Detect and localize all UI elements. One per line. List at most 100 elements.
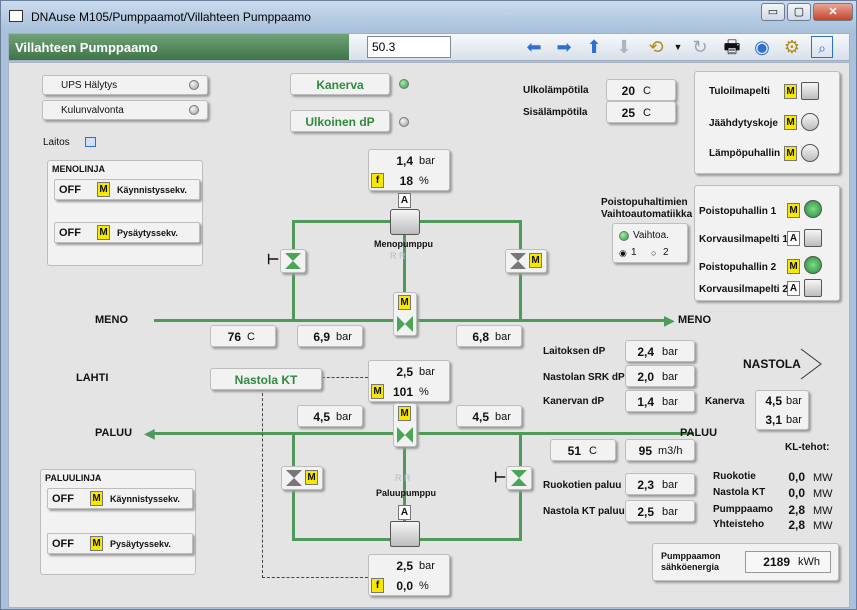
stop-seq-label: Pysäytyssekv.	[110, 539, 171, 549]
paluu-left-valve[interactable]: M	[281, 466, 323, 490]
poistopuhallin1-mode[interactable]: M	[787, 203, 800, 218]
valve-mode: M	[305, 470, 318, 485]
paluu-right-valve[interactable]	[506, 466, 532, 490]
tuloilmapelti-mode[interactable]: M	[784, 84, 797, 99]
close-button[interactable]: ✕	[813, 3, 853, 21]
paluupumppu-pressure: 2,5	[396, 559, 413, 573]
bar-unit: bar	[662, 346, 678, 358]
kanerva-dp-box: 1,4 bar	[625, 390, 695, 412]
ulkoinen-dp-button[interactable]: Ulkoinen dP	[290, 110, 390, 132]
meno-temp-box: 76 C	[210, 325, 276, 347]
ups-alarm-button[interactable]: UPS Hälytys	[42, 75, 208, 95]
fan-icon[interactable]	[801, 144, 819, 162]
damper-icon[interactable]	[801, 82, 819, 100]
kl-row-value: 2,8	[788, 518, 805, 532]
bar-unit: bar	[662, 396, 678, 408]
poistopuhallin2-mode[interactable]: M	[787, 259, 800, 274]
back-arrow-icon[interactable]: ⬅	[526, 37, 542, 57]
camera-icon[interactable]: ◉	[754, 37, 770, 57]
ulko-temp-unit: C	[643, 85, 651, 97]
manual-badge: M	[97, 225, 110, 240]
off-status: OFF	[59, 184, 81, 196]
ruokotien-paluu-value: 2,3	[637, 478, 654, 492]
meno-p2-value: 6,8	[472, 330, 489, 344]
meno-left-valve[interactable]	[280, 249, 306, 273]
laitos-window-icon[interactable]	[85, 137, 96, 147]
settings-icon[interactable]: ⚙	[783, 37, 801, 57]
lampopuhallin-mode[interactable]: M	[784, 146, 797, 161]
menopumppu-mode[interactable]: A	[398, 193, 411, 208]
ulko-temp-label: Ulkolämpötila	[523, 85, 589, 96]
fan-icon[interactable]	[804, 256, 822, 274]
valve-icon	[286, 470, 302, 486]
option-2-radio[interactable]: ○	[651, 248, 657, 258]
tuloilmapelti-label: Tuloilmapelti	[709, 86, 770, 97]
fan-icon[interactable]	[801, 113, 819, 131]
window-title: DNAuse M105/Pumppaamot/Villahteen Pumppa…	[31, 10, 311, 24]
valve-icon	[285, 253, 301, 269]
paluupumppu-rr: R R	[395, 473, 411, 483]
kl-row-unit: MW	[813, 520, 833, 532]
kanerva-pressure-2: 3,1	[765, 413, 782, 427]
valve-mode: M	[529, 253, 542, 268]
stop-seq-label: Pysäytyssekv.	[117, 228, 178, 238]
minimize-button[interactable]: ▭	[761, 3, 785, 21]
bar-unit: bar	[786, 414, 802, 426]
paluulinja-stop-seq[interactable]: OFF M Pysäytyssekv.	[47, 533, 193, 554]
pump-icon[interactable]	[390, 209, 420, 235]
up-arrow-icon[interactable]: ⬆	[586, 37, 602, 57]
damper-icon[interactable]	[804, 279, 822, 297]
laitos-dp-label: Laitoksen dP	[543, 346, 606, 357]
print-icon[interactable]: 🖶	[723, 37, 741, 57]
kulunvalvonta-button[interactable]: Kulunvalvonta	[42, 100, 208, 120]
kanerva-pressure-1: 4,5	[765, 394, 782, 408]
history-dropdown-icon[interactable]: ▼	[673, 42, 683, 52]
signal-line	[262, 388, 263, 578]
paluulinja-start-seq[interactable]: OFF M Käynnistyssekv.	[47, 488, 193, 509]
menolinja-start-seq[interactable]: OFF M Käynnistyssekv.	[54, 179, 200, 200]
pump-icon[interactable]	[390, 521, 420, 547]
fan-icon[interactable]	[804, 200, 822, 218]
menolinja-stop-seq[interactable]: OFF M Pysäytyssekv.	[54, 222, 200, 243]
toolbar: Villahteen Pumppaamo ⬅ ➡ ⬆ ⬇ ⟲ ▼ ↻ 🖶 ◉ ⚙…	[8, 33, 850, 61]
valve-icon	[397, 427, 413, 443]
down-arrow-icon[interactable]: ⬇	[616, 37, 632, 57]
korvausilmapelti2-mode[interactable]: A	[787, 281, 800, 296]
jaahdytyskoje-mode[interactable]: M	[784, 115, 797, 130]
poistopuhallin2-label: Poistopuhallin 2	[699, 262, 777, 273]
flow-arrow-right-icon: ▶	[664, 312, 675, 328]
damper-icon[interactable]	[804, 229, 822, 247]
kl-tehot-title: KL-tehot:	[785, 442, 830, 453]
kl-row-name: Pumppaamo	[713, 504, 774, 515]
paluulinja-title: PALUULINJA	[45, 473, 102, 483]
paluu-p1-box: 4,5 bar	[297, 405, 363, 427]
signal-line	[262, 577, 368, 578]
history-icon[interactable]: ⟲	[648, 37, 664, 57]
meno-control-valve[interactable]: M	[393, 292, 417, 336]
refresh-icon[interactable]: ↻	[692, 37, 708, 57]
paluu-label-right: PALUU	[680, 427, 718, 439]
page-title: Villahteen Pumppaamo	[9, 34, 349, 60]
nastola-arrow-icon[interactable]	[799, 347, 823, 381]
zoom-input[interactable]	[367, 36, 451, 58]
zoom-icon[interactable]: ⌕	[811, 36, 833, 58]
menolinja-title: MENOLINJA	[52, 164, 106, 174]
nastola-kt-paluu-box: 2,5 bar	[625, 500, 695, 522]
paluupumppu-mode[interactable]: A	[398, 505, 411, 520]
option-1-label: 1	[631, 247, 637, 258]
kanerva-pressures-box: 4,5 bar 3,1 bar	[755, 390, 809, 430]
valve-icon	[511, 470, 527, 486]
korvausilmapelti1-mode[interactable]: A	[787, 231, 800, 246]
kl-row-value: 0,0	[788, 486, 805, 500]
kanerva-button[interactable]: Kanerva	[290, 73, 390, 95]
forward-arrow-icon[interactable]: ➡	[556, 37, 572, 57]
paluu-control-valve[interactable]: M	[393, 403, 417, 447]
option-1-radio[interactable]: ◉	[619, 248, 627, 258]
maximize-button[interactable]: ▢	[787, 3, 811, 21]
nastola-kt-button[interactable]: Nastola KT	[210, 368, 322, 390]
meno-right-valve[interactable]: M	[505, 249, 547, 273]
korvausilmapelti2-label: Korvausilmapelti 2	[699, 284, 788, 295]
process-view: UPS Hälytys Kulunvalvonta Laitos Kanerva…	[8, 62, 850, 608]
laitos-dp-value: 2,4	[637, 345, 654, 359]
